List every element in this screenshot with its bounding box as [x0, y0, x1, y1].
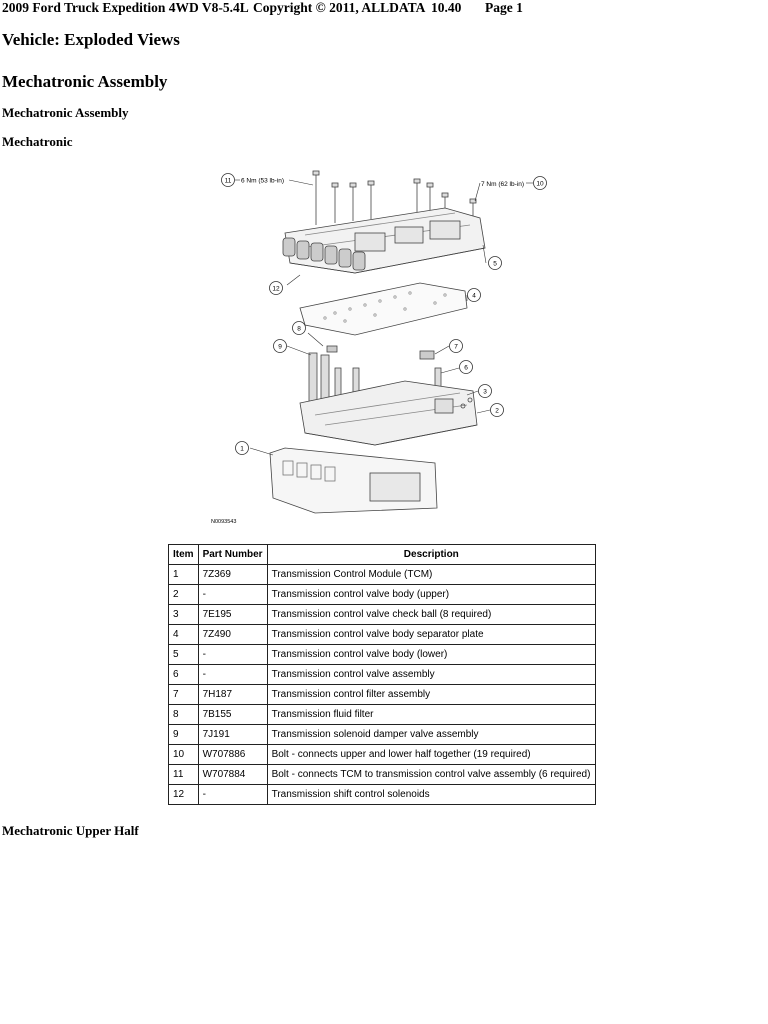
cell-item: 3 — [168, 604, 199, 625]
cell-item: 11 — [168, 764, 199, 785]
cell-part-number: 7Z369 — [197, 564, 268, 585]
page-title: Vehicle: Exploded Views — [2, 30, 180, 49]
filter-components — [308, 345, 442, 409]
svg-text:4: 4 — [472, 292, 476, 299]
cell-part-number: W707884 — [197, 764, 268, 785]
cell-part-number: 7E195 — [197, 604, 268, 625]
callout-3: 3 — [478, 384, 492, 398]
callout-2: 2 — [490, 403, 504, 417]
svg-text:5: 5 — [493, 260, 497, 267]
header-vehicle: 2009 Ford Truck Expedition 4WD V8-5.4L — [2, 0, 249, 15]
cell-part-number: 7J191 — [197, 724, 268, 745]
next-section-title: Mechatronic Upper Half — [2, 823, 139, 838]
callout-1: 1 — [235, 441, 249, 455]
cell-item: 4 — [168, 624, 199, 645]
cell-item: 5 — [168, 644, 199, 665]
header-version: 10.40 — [431, 0, 462, 15]
column-header-part-number: Part Number — [197, 544, 268, 565]
callouts: 11 6 Nm (53 lb-in) 7 Nm (62 lb-in) 10 12… — [211, 173, 547, 525]
svg-text:11: 11 — [225, 177, 232, 184]
svg-text:12: 12 — [272, 285, 280, 292]
cell-item: 1 — [168, 564, 199, 585]
svg-text:6: 6 — [464, 364, 468, 371]
torque-label-11: 6 Nm (53 lb-in) — [241, 177, 284, 184]
column-header-description: Description — [266, 544, 597, 565]
leader-lines — [235, 179, 533, 456]
cell-description: Transmission solenoid damper valve assem… — [266, 724, 597, 745]
callout-4: 4 — [467, 288, 481, 302]
svg-text:2: 2 — [495, 407, 499, 414]
cell-description: Bolt - connects upper and lower half tog… — [266, 744, 597, 765]
callout-10: 7 Nm (62 lb-in) 10 — [481, 176, 547, 190]
cell-description: Transmission shift control solenoids — [266, 784, 597, 805]
table-header-row: Item Part Number Description — [168, 544, 597, 565]
callout-7: 7 — [449, 339, 463, 353]
cell-item: 12 — [168, 784, 199, 805]
cell-part-number: - — [197, 664, 268, 685]
cell-description: Transmission control valve body (upper) — [266, 584, 597, 605]
section-title: Mechatronic Assembly — [2, 72, 168, 91]
cell-description: Bolt - connects TCM to transmission cont… — [266, 764, 597, 785]
upper-valve-body — [299, 380, 478, 446]
callout-11: 11 6 Nm (53 lb-in) — [221, 173, 284, 187]
figure-id: N0093543 — [211, 519, 236, 525]
subsection-title: Mechatronic Assembly — [2, 105, 129, 120]
svg-text:3: 3 — [483, 388, 487, 395]
lower-valve-body — [284, 207, 486, 274]
cell-description: Transmission control valve assembly — [266, 664, 597, 685]
cell-part-number: - — [197, 584, 268, 605]
table-row: 5-Transmission control valve body (lower… — [168, 644, 597, 665]
svg-text:1: 1 — [240, 445, 244, 452]
callout-5: 5 — [488, 256, 502, 270]
cell-description: Transmission control valve body (lower) — [266, 644, 597, 665]
table-row: 2-Transmission control valve body (upper… — [168, 584, 597, 605]
cell-description: Transmission control valve body separato… — [266, 624, 597, 645]
cell-description: Transmission fluid filter — [266, 704, 597, 725]
callout-8: 8 — [292, 321, 306, 335]
svg-text:9: 9 — [278, 343, 282, 350]
cell-item: 8 — [168, 704, 199, 725]
cell-item: 6 — [168, 664, 199, 685]
table-row: 12-Transmission shift control solenoids — [168, 784, 597, 805]
cell-item: 9 — [168, 724, 199, 745]
cell-part-number: - — [197, 784, 268, 805]
svg-text:8: 8 — [297, 325, 301, 332]
cell-item: 10 — [168, 744, 199, 765]
header-copyright: Copyright © 2011, ALLDATA — [253, 0, 426, 15]
cell-item: 7 — [168, 684, 199, 705]
cell-description: Transmission control filter assembly — [266, 684, 597, 705]
cell-part-number: - — [197, 644, 268, 665]
cell-part-number: 7Z490 — [197, 624, 268, 645]
column-header-item: Item — [168, 544, 199, 565]
tcm-module — [269, 447, 438, 514]
cell-item: 2 — [168, 584, 199, 605]
cell-description: Transmission Control Module (TCM) — [266, 564, 597, 585]
separator-plate — [299, 282, 468, 336]
header-page-number: Page 1 — [485, 0, 523, 15]
callout-12: 12 — [269, 281, 283, 295]
cell-part-number: 7B155 — [197, 704, 268, 725]
cell-part-number: W707886 — [197, 744, 268, 765]
svg-text:7: 7 — [454, 343, 458, 350]
sub-subsection-title: Mechatronic — [2, 134, 73, 149]
shift-solenoids — [282, 237, 366, 271]
cell-part-number: 7H187 — [197, 684, 268, 705]
cell-description: Transmission control valve check ball (8… — [266, 604, 597, 625]
callout-9: 9 — [273, 339, 287, 353]
table-row: 6-Transmission control valve assembly — [168, 664, 597, 685]
callout-6: 6 — [459, 360, 473, 374]
exploded-view-diagram: 11 6 Nm (53 lb-in) 7 Nm (62 lb-in) 10 12… — [211, 170, 547, 525]
svg-text:10: 10 — [536, 180, 544, 187]
torque-label-10: 7 Nm (62 lb-in) — [481, 181, 524, 188]
